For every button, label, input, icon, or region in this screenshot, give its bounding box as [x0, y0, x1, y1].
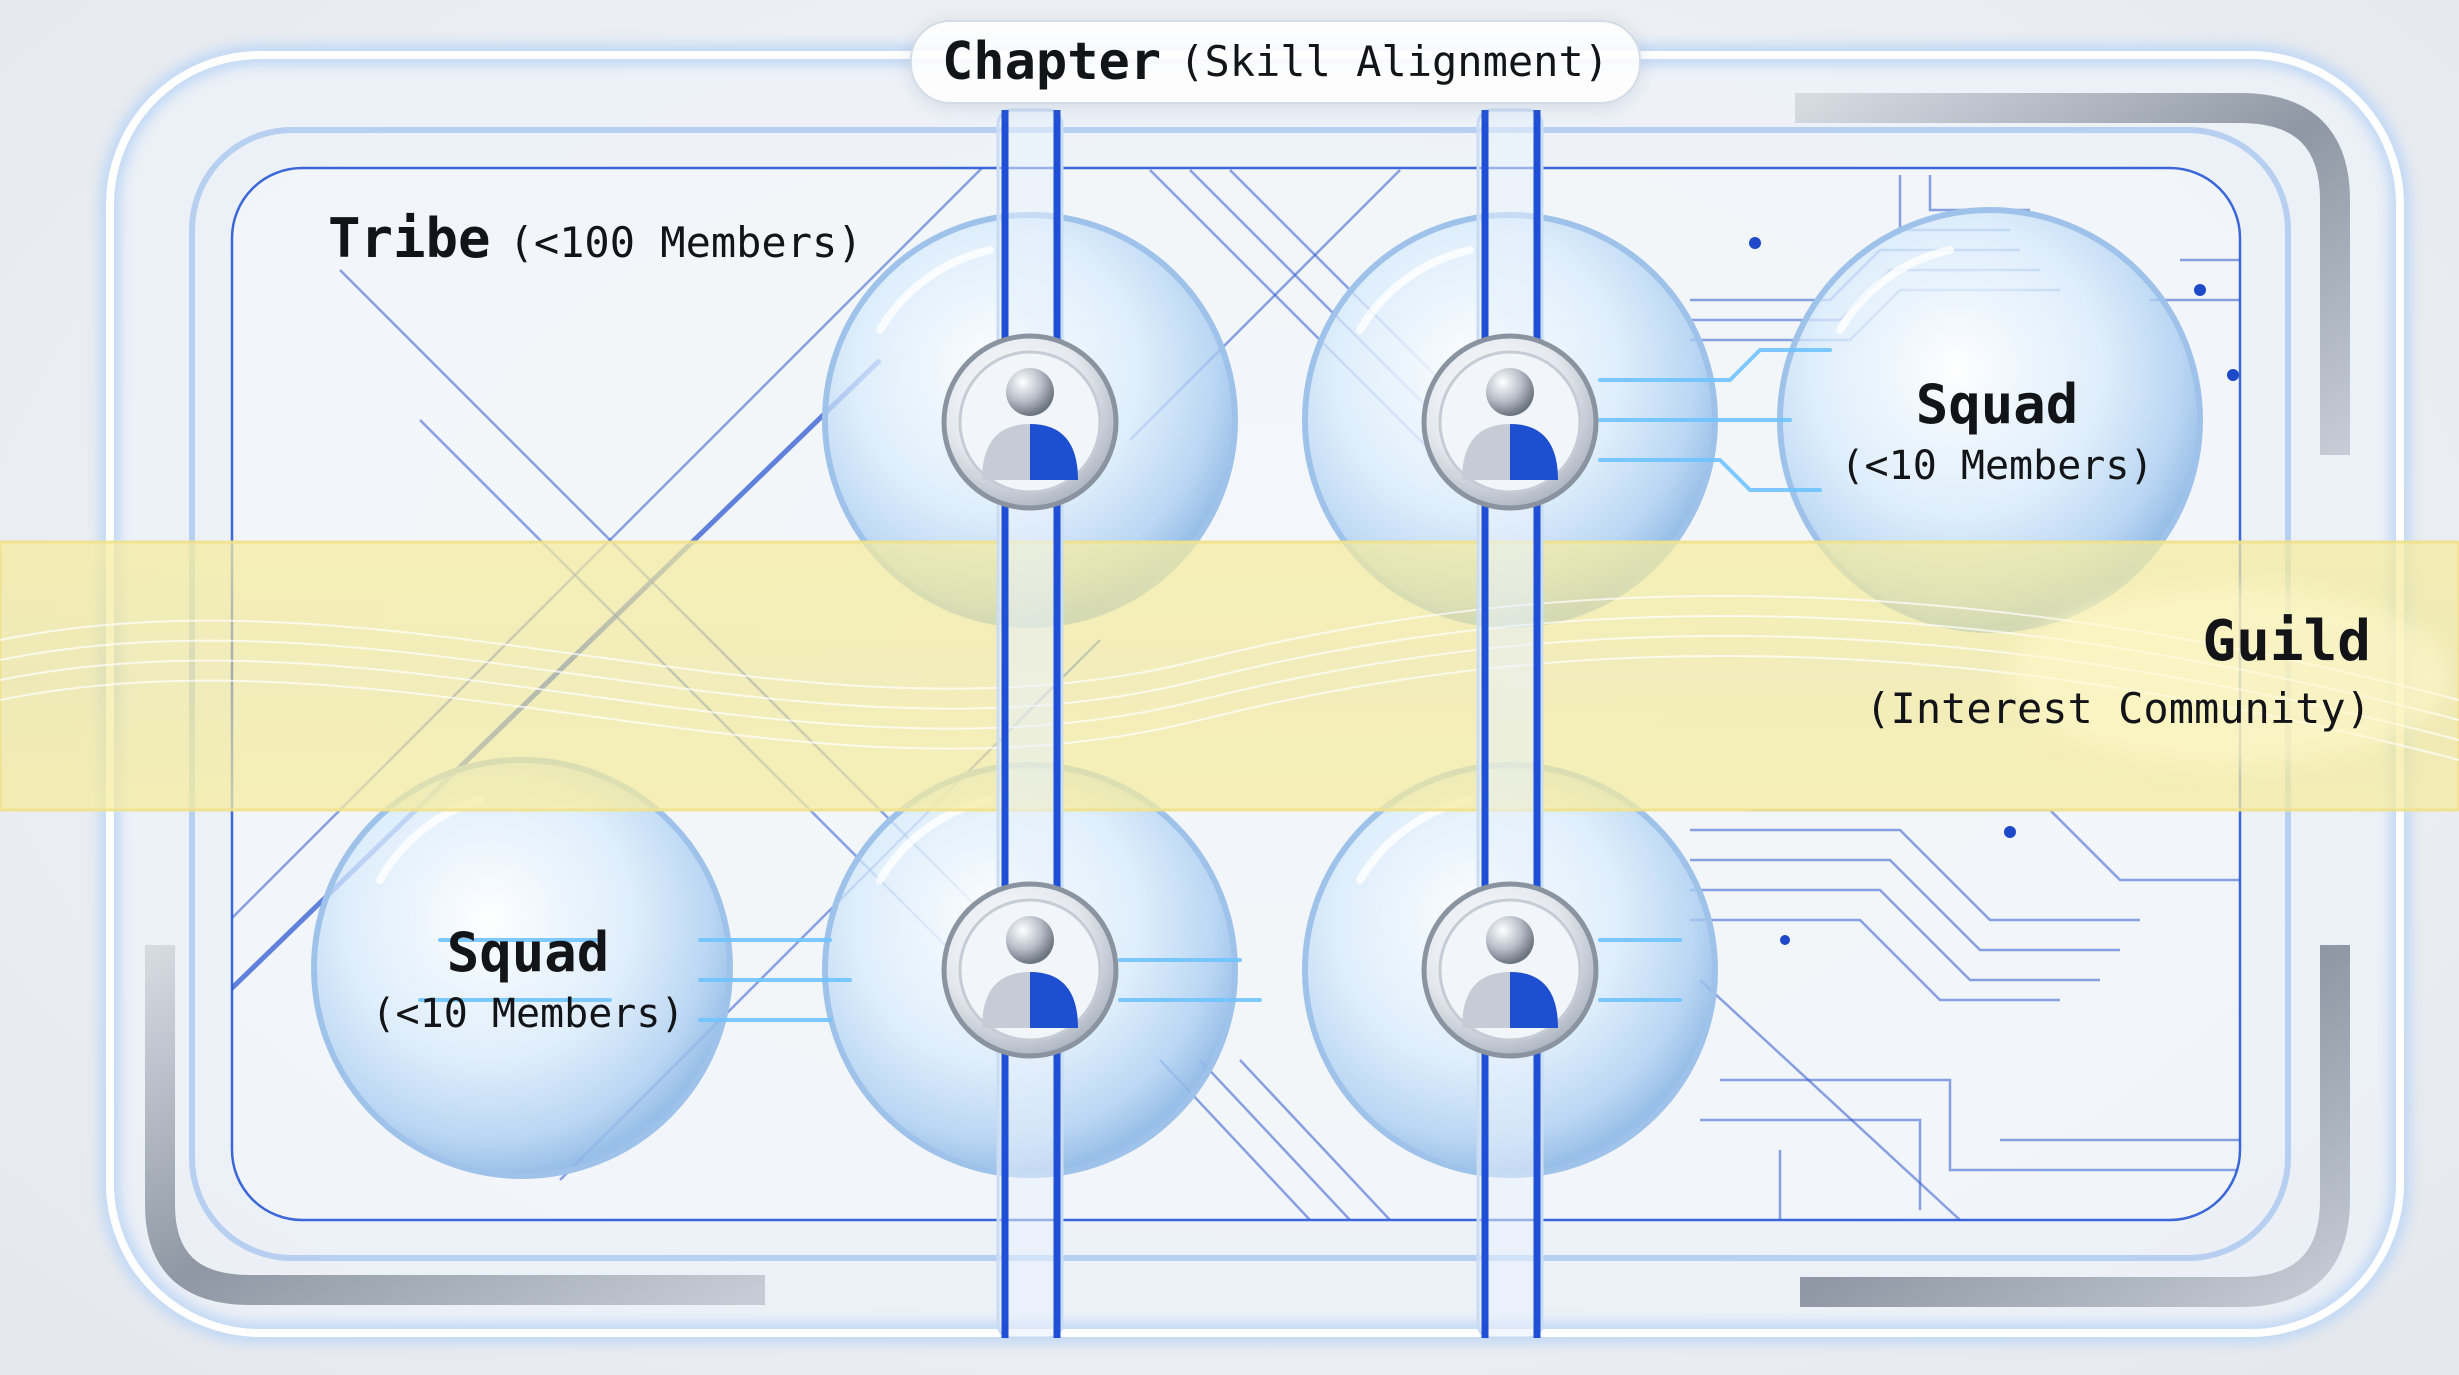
- tribe-title: Tribe: [328, 207, 491, 270]
- squad-title: Squad: [1915, 373, 2079, 436]
- squad-title: Squad: [446, 921, 610, 984]
- guild-title: Guild: [2202, 609, 2371, 674]
- metal-brackets: [145, 93, 2350, 1307]
- tribe-subtitle: (<100 Members): [508, 218, 863, 267]
- chapter-title: Chapter: [942, 32, 1162, 92]
- squad-label: Squad (<10 Members): [318, 921, 738, 1037]
- guild-subtitle: (Interest Community): [1865, 684, 2371, 733]
- member-icon: [1421, 881, 1599, 1059]
- member-icon: [941, 333, 1119, 511]
- chapter-subtitle: (Skill Alignment): [1179, 37, 1610, 86]
- squad-subtitle: (<10 Members): [1840, 443, 2154, 489]
- member-icon: [1421, 333, 1599, 511]
- tribe-label: Tribe (<100 Members): [328, 212, 863, 266]
- squad-label: Squad (<10 Members): [1787, 373, 2207, 489]
- member-icon: [941, 881, 1119, 1059]
- squad-subtitle: (<10 Members): [371, 991, 685, 1037]
- circuit-dots: [1749, 237, 2239, 945]
- chapter-label: Chapter (Skill Alignment): [910, 20, 1642, 104]
- guild-label: Guild (Interest Community): [1865, 614, 2371, 730]
- guild-band: [0, 540, 2459, 812]
